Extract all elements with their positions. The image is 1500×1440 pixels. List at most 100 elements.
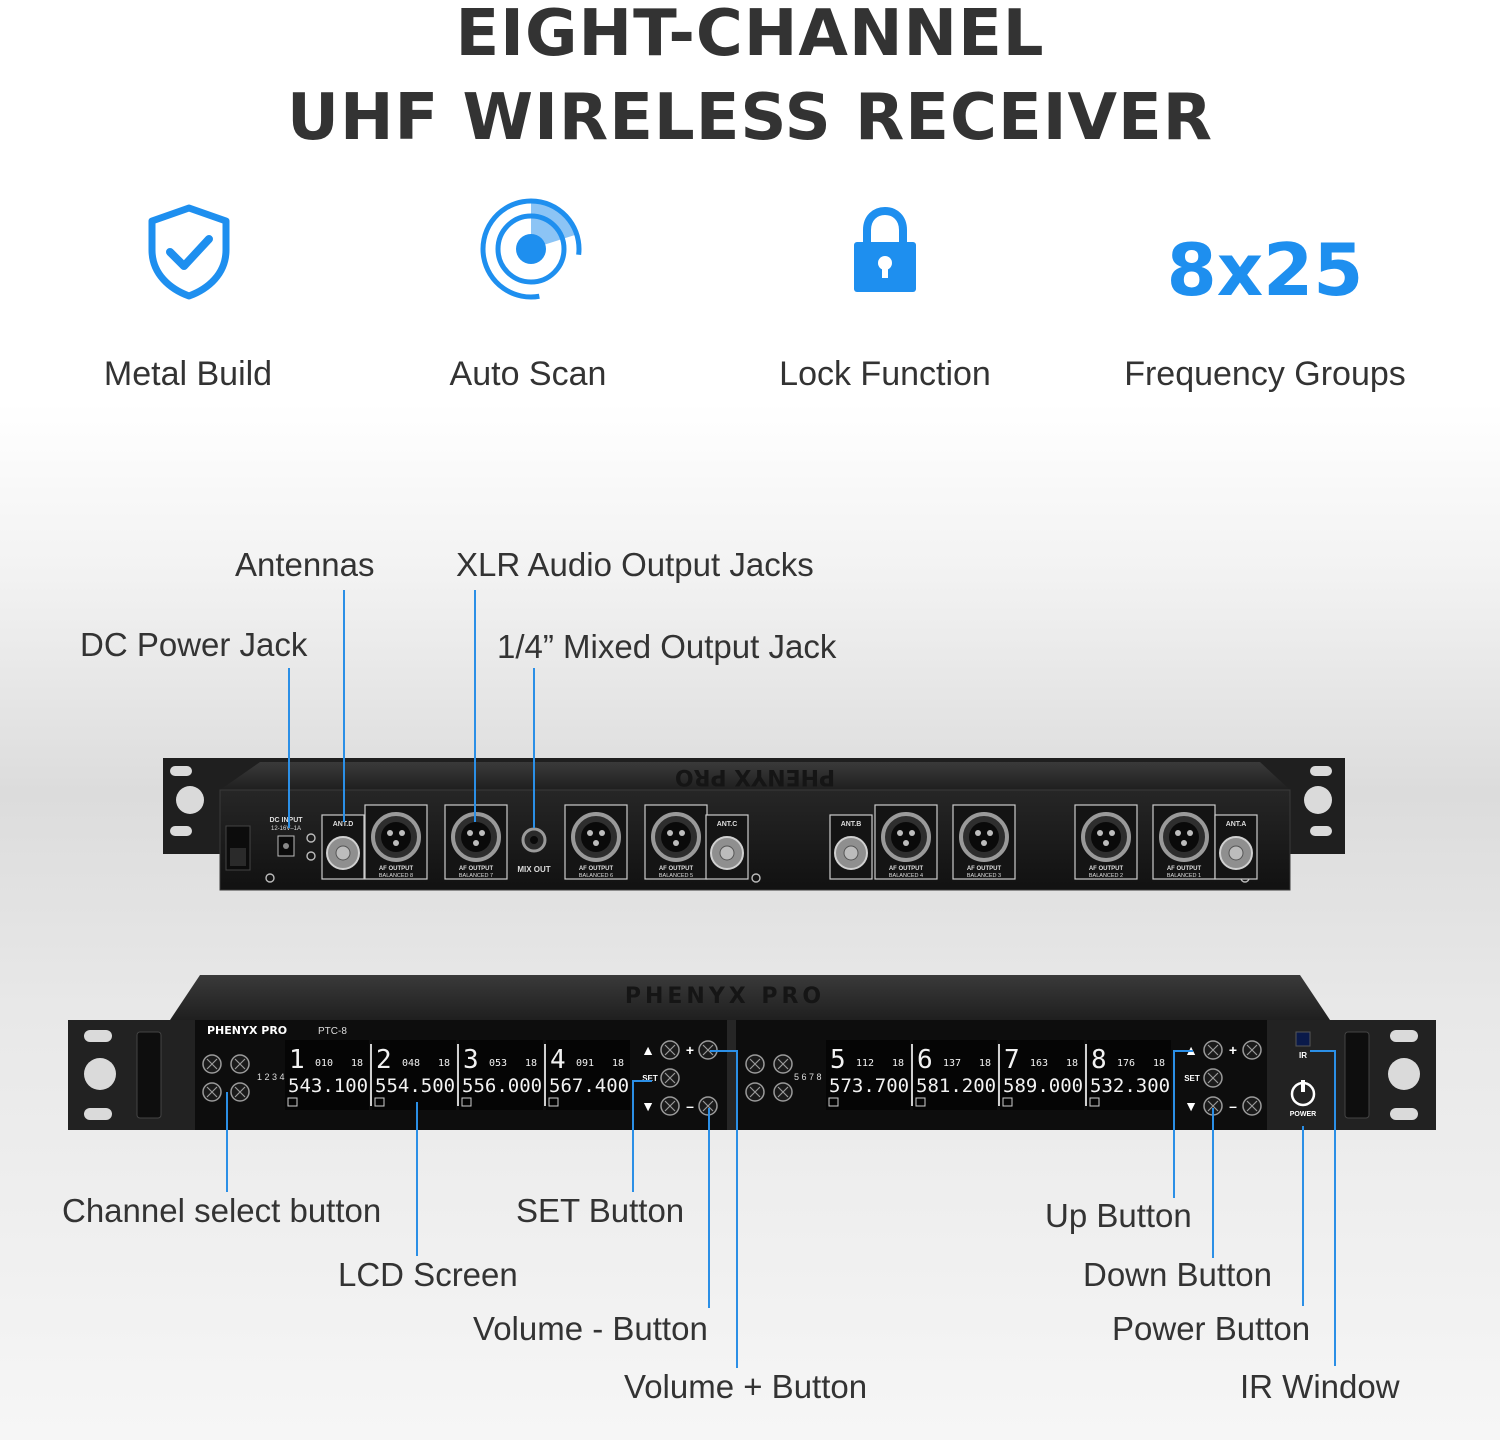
title-line-2: UHF WIRELESS RECEIVER (286, 81, 1214, 155)
rack-hole (84, 1058, 116, 1090)
xlr-channel-label: BALANCED 3 (967, 873, 1001, 879)
lcd-channel-number: 8 (1091, 1045, 1107, 1075)
up-button[interactable] (1203, 1040, 1223, 1060)
rack-hole (1310, 766, 1332, 776)
set-text-left: SET (642, 1074, 658, 1083)
channel-select-button[interactable] (773, 1054, 793, 1074)
channel-select-button[interactable] (773, 1082, 793, 1102)
callout-line-down (1212, 1108, 1214, 1258)
receiver-illustration: PHENYX PRO DC INPUT 12-16V–1A MIX OUT AF… (68, 758, 1436, 1130)
callout-line-xlr (474, 590, 476, 822)
plus-icon: + (686, 1042, 694, 1058)
lcd-group: 112 (856, 1058, 874, 1069)
front-top-brand: PHENYX PRO (625, 984, 825, 1009)
channel-select-button[interactable] (745, 1054, 765, 1074)
rack-hole (1304, 786, 1332, 814)
front-panel: PHENYX PRO PHENYX PRO PTC-8 1 2 3 4 5 6 … (68, 975, 1436, 1130)
lcd-group: 048 (402, 1058, 420, 1069)
lcd-channel-number: 2 (376, 1045, 392, 1075)
volume-plus-button[interactable] (1242, 1040, 1262, 1060)
ir-window (1295, 1031, 1311, 1047)
xlr-channel-label: BALANCED 2 (1089, 873, 1123, 879)
lcd-group: 091 (576, 1058, 594, 1069)
lcd-channel-number: 3 (463, 1045, 479, 1075)
select-right-text: 5 6 7 8 (794, 1072, 822, 1082)
feature-label: Lock Function (779, 355, 991, 393)
label-ir: IR Window (1240, 1368, 1400, 1405)
antenna-jack: ANT.C (705, 814, 749, 880)
lcd-volume: 18 (892, 1058, 904, 1069)
power-text: POWER (1290, 1111, 1316, 1118)
label-antennas: Antennas (235, 546, 375, 583)
down-arrow-icon: ▼ (641, 1098, 655, 1114)
xlr-channel-label: BALANCED 6 (579, 873, 613, 879)
set-button[interactable] (660, 1068, 680, 1088)
rack-hole (84, 1108, 112, 1120)
callout-tick-ir (1310, 1050, 1336, 1052)
title-line-1: EIGHT-CHANNEL (455, 0, 1045, 71)
callout-line-set (632, 1080, 634, 1192)
set-button[interactable] (1203, 1068, 1223, 1088)
channel-select-button[interactable] (230, 1054, 250, 1074)
lcd-frequency: 532.300 (1090, 1075, 1170, 1097)
up-arrow-icon: ▲ (641, 1042, 655, 1058)
antenna-jack: ANT.D (321, 814, 365, 880)
label-xlr-jacks: XLR Audio Output Jacks (456, 546, 814, 583)
callout-line-vol-plus (736, 1050, 738, 1368)
channel-select-button[interactable] (202, 1082, 222, 1102)
shield-check-icon (148, 204, 230, 300)
xlr-channel-label: BALANCED 5 (659, 873, 693, 879)
volume-minus-button[interactable] (1242, 1096, 1262, 1116)
channel-select-button[interactable] (745, 1082, 765, 1102)
up-button[interactable] (660, 1040, 680, 1060)
lcd-channel-number: 1 (289, 1045, 305, 1075)
xlr-label: AF OUTPUT (967, 866, 1002, 872)
ir-text: IR (1299, 1051, 1307, 1060)
callout-line-vol-minus (708, 1108, 710, 1308)
front-model: PTC-8 (318, 1026, 347, 1037)
lcd-volume: 18 (1066, 1058, 1078, 1069)
antenna-label: ANT.D (333, 821, 354, 828)
antenna-label: ANT.B (841, 821, 862, 828)
feature-auto-scan: Auto Scan (358, 198, 698, 400)
label-channel-select: Channel select button (62, 1192, 382, 1229)
rack-hole (1390, 1108, 1418, 1120)
feature-frequency-groups: 8x25 Frequency Groups (1095, 210, 1435, 400)
feature-label: Metal Build (103, 355, 273, 393)
channel-select-button[interactable] (230, 1082, 250, 1102)
feature-lock: Lock Function (715, 206, 1055, 400)
rack-hole (170, 826, 192, 836)
lcd-volume: 18 (525, 1058, 537, 1069)
lcd-group: 010 (315, 1058, 333, 1069)
rack-hole (1388, 1058, 1420, 1090)
lcd-frequency: 554.500 (375, 1075, 455, 1097)
xlr-label: AF OUTPUT (889, 866, 924, 872)
lcd-volume: 18 (979, 1058, 991, 1069)
callout-line-up (1173, 1050, 1175, 1198)
xlr-label: AF OUTPUT (459, 866, 494, 872)
channel-select-button[interactable] (202, 1054, 222, 1074)
power-switch-rocker (230, 848, 246, 866)
callout-line-dc (288, 668, 290, 828)
front-brand: PHENYX PRO (207, 1024, 287, 1037)
antenna-label: ANT.A (1226, 821, 1247, 828)
front-top-face (170, 975, 1330, 1020)
down-button[interactable] (660, 1096, 680, 1116)
padlock-icon (854, 206, 916, 292)
lcd-frequency: 556.000 (462, 1075, 542, 1097)
callout-line-power (1302, 1126, 1304, 1306)
label-mixed-jack: 1/4” Mixed Output Jack (497, 628, 837, 665)
xlr-label: AF OUTPUT (379, 866, 414, 872)
rack-hole (1390, 1030, 1418, 1042)
antenna-jack: ANT.A (1214, 814, 1258, 880)
